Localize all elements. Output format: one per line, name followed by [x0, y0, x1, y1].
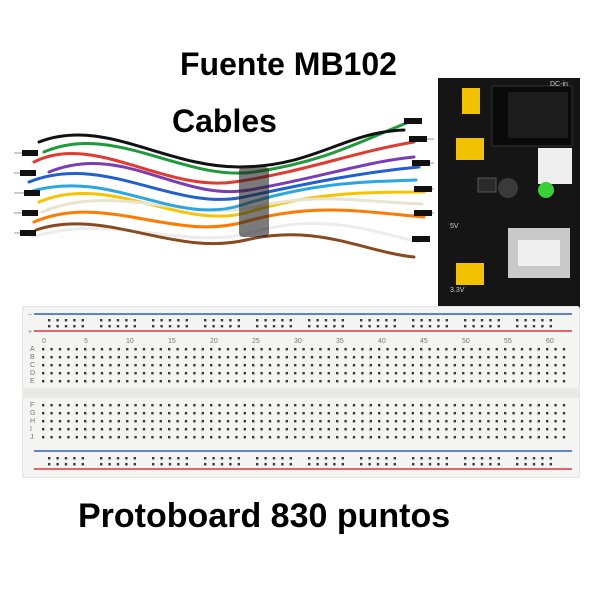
column-number: 20 [210, 338, 218, 345]
row-letter: D [30, 370, 35, 377]
jumper-cables-image [14, 118, 434, 259]
column-number: 10 [126, 338, 134, 345]
column-number: 60 [546, 338, 554, 345]
row-letter: H [30, 418, 35, 425]
row-letter: F [30, 402, 34, 409]
column-number: 15 [168, 338, 176, 345]
column-number: 35 [336, 338, 344, 345]
power-supply-image: DC-in 5V 3.3V [438, 78, 580, 308]
row-letter: C [30, 362, 35, 369]
column-number: 5 [84, 338, 88, 345]
row-letter: J [30, 434, 34, 441]
rail-minus-label: − [28, 312, 32, 319]
column-number: 30 [294, 338, 302, 345]
power-supply-label: Fuente MB102 [180, 46, 397, 82]
row-letter: E [30, 378, 35, 385]
column-number: 45 [420, 338, 428, 345]
cables-label: Cables [172, 103, 277, 139]
three-volt-silk: 3.3V [450, 287, 465, 294]
row-letter: A [30, 346, 35, 353]
column-number: 25 [252, 338, 260, 345]
column-number: 50 [462, 338, 470, 345]
column-number: 55 [504, 338, 512, 345]
column-number: 40 [378, 338, 386, 345]
rail-plus-label: + [28, 329, 32, 336]
five-volt-silk: 5V [450, 223, 459, 230]
row-letter: G [30, 410, 35, 417]
row-letter: I [30, 426, 32, 433]
row-letter: B [30, 354, 35, 361]
breadboard-label: Protoboard 830 puntos [78, 497, 451, 535]
column-number: 0 [42, 338, 46, 345]
dc-in-silk: DC-in [550, 81, 568, 88]
